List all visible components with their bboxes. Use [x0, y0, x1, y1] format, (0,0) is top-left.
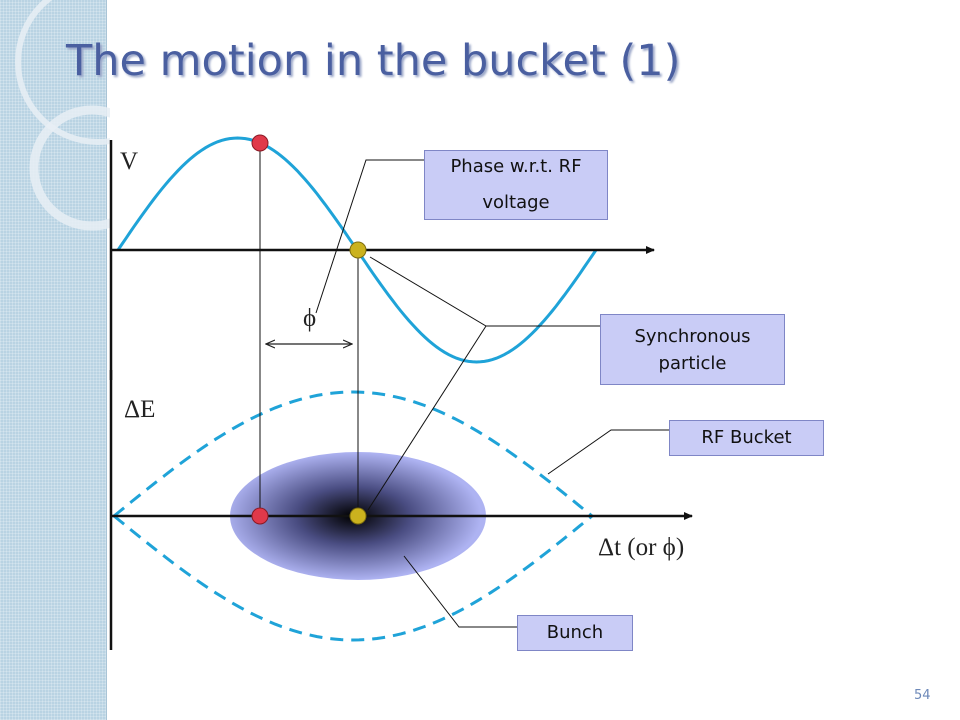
leader-bucket: [547, 429, 669, 475]
particle-red-peak: [251, 134, 269, 152]
callout-sync-line1: Synchronous: [634, 325, 751, 347]
callout-sync-line2: particle: [658, 352, 727, 374]
bucket-separatrix: [113, 390, 593, 642]
callout-bunch: Bunch: [517, 615, 633, 651]
decorative-circles: [15, 0, 110, 231]
particle-sync-wave: [349, 241, 367, 259]
particle-red-bunch: [251, 507, 269, 525]
particle-sync-bunch: [349, 507, 367, 525]
callout-bunch-label: Bunch: [546, 622, 604, 643]
callout-phase-line1: Phase w.r.t. RF: [450, 156, 582, 177]
energy-axis-label: ΔE: [124, 396, 156, 423]
leader-phase: [315, 159, 424, 314]
voltage-axis-label: V: [120, 148, 139, 175]
callout-phase: Phase w.r.t. RF voltage: [424, 150, 608, 220]
callout-rf-bucket: RF Bucket: [669, 420, 824, 456]
callout-synchronous-particle: Synchronous particle: [600, 314, 785, 385]
leader-bunch: [403, 555, 517, 628]
callout-bucket-label: RF Bucket: [701, 427, 792, 448]
slide-title: The motion in the bucket (1): [66, 36, 681, 86]
leader-sync-bottom: [367, 325, 487, 511]
time-axis-label: Δt (or ϕ): [598, 534, 685, 561]
page-number: 54: [914, 688, 931, 703]
callout-phase-line2: voltage: [482, 192, 550, 213]
phase-label: ϕ: [303, 305, 317, 332]
